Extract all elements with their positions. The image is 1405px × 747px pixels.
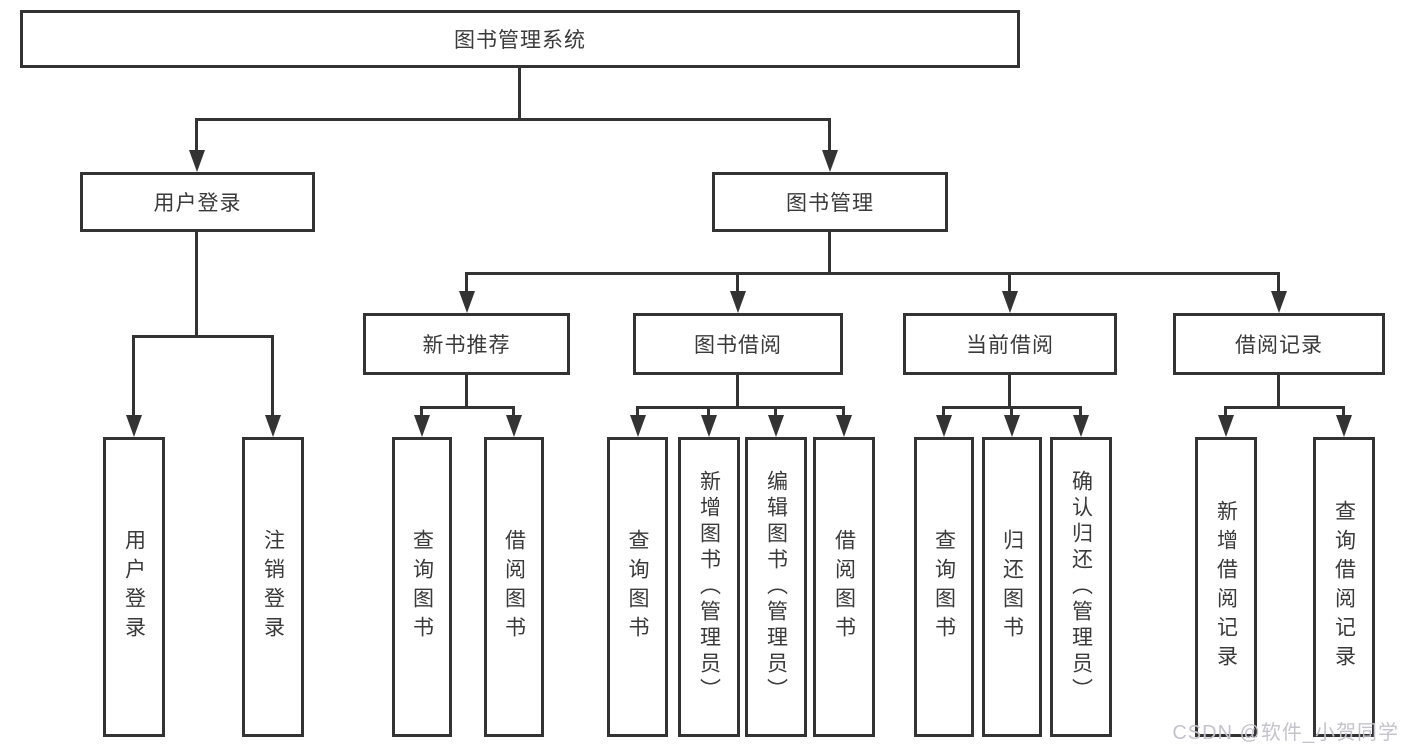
connector-drop-leaf-logout	[271, 335, 274, 418]
node-borrow-record: 借阅记录	[1173, 313, 1385, 375]
node-leaf-cur-confirm-label: 确认归还（管理员）	[1069, 470, 1093, 704]
arrow-down-icon	[1218, 415, 1234, 437]
connector-drop-new-book-rec	[465, 272, 468, 294]
connector-drop-current-borrow	[1008, 272, 1011, 294]
connector-borrow-record-hline	[1224, 406, 1345, 409]
arrow-down-icon	[459, 291, 475, 313]
node-leaf-cur-query: 查询图书	[914, 437, 974, 737]
node-leaf-rec-query-label: 查询图书	[410, 529, 434, 645]
node-leaf-bor-query-label: 查询图书	[626, 529, 649, 645]
connector-drop-book-borrow	[736, 272, 739, 294]
arrow-down-icon	[822, 150, 838, 172]
arrow-down-icon	[1336, 415, 1352, 437]
connector-book-borrow-hline	[636, 406, 845, 409]
node-book-borrow: 图书借阅	[633, 313, 843, 375]
connector-drop-rcd-add	[1224, 406, 1227, 418]
node-leaf-rec-query: 查询图书	[392, 437, 452, 737]
node-new-book-rec: 新书推荐	[363, 313, 570, 375]
node-current-borrow-label: 当前借阅	[966, 334, 1054, 357]
connector-drop-bor-add	[707, 406, 710, 418]
connector-drop-cur-return	[1010, 406, 1013, 418]
connector-drop-user-login	[195, 118, 198, 154]
connector-book-borrow-stem	[736, 374, 739, 409]
node-leaf-cur-return: 归还图书	[982, 437, 1042, 737]
node-leaf-cur-return-label: 归还图书	[1000, 529, 1024, 645]
arrow-down-icon	[630, 415, 646, 437]
connector-root-hline	[195, 118, 831, 121]
connector-drop-borrow-record	[1277, 272, 1280, 294]
connector-book-mgmt-stem	[828, 232, 831, 275]
node-current-borrow: 当前借阅	[903, 313, 1117, 375]
node-leaf-rcd-query: 查询借阅记录	[1313, 437, 1375, 737]
arrow-down-icon	[1004, 415, 1020, 437]
node-leaf-bor-borrow-label: 借阅图书	[832, 529, 856, 645]
arrow-down-icon	[936, 415, 952, 437]
node-leaf-rec-borrow-label: 借阅图书	[502, 529, 526, 645]
node-leaf-bor-edit-label: 编辑图书（管理员）	[764, 470, 788, 704]
connector-borrow-record-stem	[1277, 374, 1280, 409]
node-user-login: 用户登录	[80, 172, 315, 232]
arrow-down-icon	[1271, 291, 1287, 313]
node-leaf-cur-confirm: 确认归还（管理员）	[1050, 437, 1112, 737]
connector-current-borrow-stem	[1008, 374, 1011, 409]
node-leaf-cur-query-label: 查询图书	[932, 529, 956, 645]
node-root-label: 图书管理系统	[454, 29, 586, 52]
node-book-borrow-label: 图书借阅	[694, 334, 782, 357]
node-leaf-bor-add: 新增图书（管理员）	[678, 437, 740, 737]
connector-drop-bor-query	[636, 406, 639, 418]
connector-user-login-stem	[195, 232, 198, 338]
node-borrow-record-label: 借阅记录	[1235, 334, 1323, 357]
node-leaf-bor-edit: 编辑图书（管理员）	[745, 437, 807, 737]
connector-drop-rec-borrow	[512, 406, 515, 418]
connector-drop-bor-edit	[774, 406, 777, 418]
node-leaf-rcd-query-label: 查询借阅记录	[1332, 500, 1356, 674]
node-new-book-rec-label: 新书推荐	[422, 334, 511, 357]
connector-drop-cur-query	[942, 406, 945, 418]
connector-drop-rec-query	[420, 406, 423, 418]
arrow-down-icon	[1073, 415, 1089, 437]
node-leaf-logout: 注销登录	[242, 437, 304, 737]
arrow-down-icon	[265, 415, 281, 437]
arrow-down-icon	[836, 415, 852, 437]
connector-new-book-rec-hline	[420, 406, 515, 409]
arrow-down-icon	[506, 415, 522, 437]
node-leaf-user-login: 用户登录	[103, 437, 165, 737]
arrow-down-icon	[189, 150, 205, 172]
node-leaf-logout-label: 注销登录	[261, 529, 285, 645]
connector-user-login-hline	[132, 335, 274, 338]
csdn-watermark: CSDN @软件_小贺同学	[1172, 722, 1399, 744]
connector-drop-leaf-user-login	[132, 335, 135, 418]
arrow-down-icon	[701, 415, 717, 437]
node-leaf-rcd-add: 新增借阅记录	[1195, 437, 1257, 737]
node-user-login-label: 用户登录	[153, 192, 242, 215]
node-leaf-bor-add-label: 新增图书（管理员）	[697, 470, 721, 704]
node-leaf-user-login-label: 用户登录	[122, 529, 146, 645]
node-book-mgmt: 图书管理	[712, 172, 948, 232]
arrow-down-icon	[730, 291, 746, 313]
node-leaf-rec-borrow: 借阅图书	[484, 437, 544, 737]
arrow-down-icon	[414, 415, 430, 437]
arrow-down-icon	[1002, 291, 1018, 313]
node-root: 图书管理系统	[20, 10, 1020, 68]
connector-drop-cur-confirm	[1079, 406, 1082, 418]
connector-new-book-rec-stem	[465, 374, 468, 409]
connector-root-stem	[518, 68, 521, 121]
arrow-down-icon	[126, 415, 142, 437]
arrow-down-icon	[768, 415, 784, 437]
connector-book-mgmt-hline	[465, 272, 1280, 275]
connector-drop-bor-borrow	[842, 406, 845, 418]
node-leaf-bor-query: 查询图书	[607, 437, 668, 737]
connector-drop-book-mgmt	[828, 118, 831, 154]
node-leaf-rcd-add-label: 新增借阅记录	[1214, 500, 1238, 674]
connector-drop-rcd-query	[1342, 406, 1345, 418]
node-leaf-bor-borrow: 借阅图书	[813, 437, 875, 737]
node-book-mgmt-label: 图书管理	[786, 192, 874, 215]
